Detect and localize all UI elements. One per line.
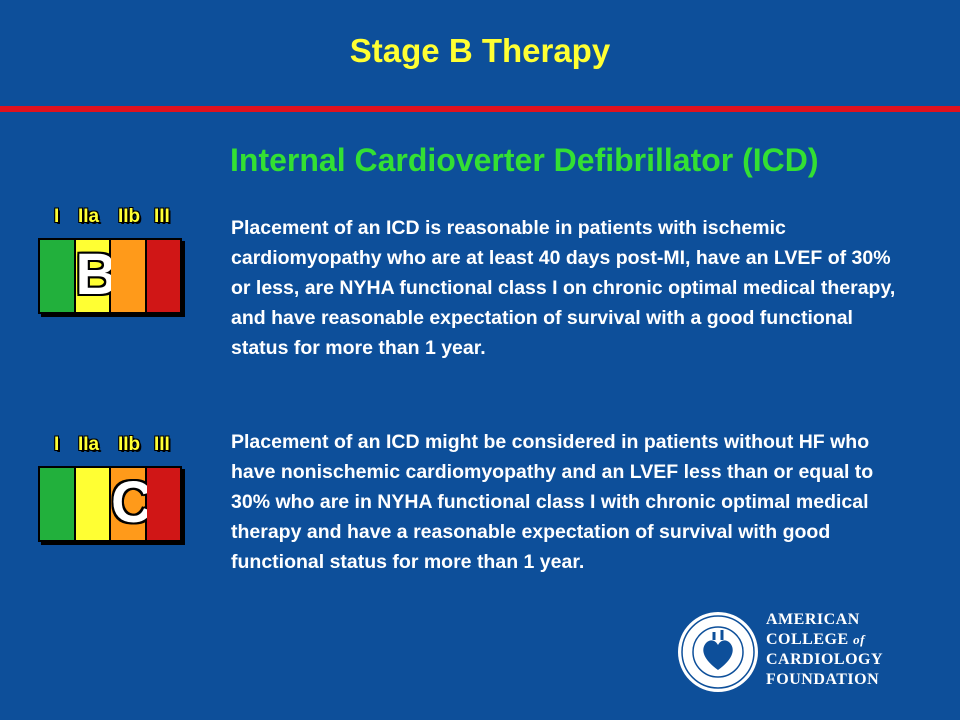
evidence-level: C [111,470,153,535]
class-label-i: I [54,206,60,227]
class-label-iib: IIb [118,206,141,227]
class-iia-box: B [75,240,118,312]
recommendation-text: Placement of an ICD might be considered … [231,431,874,573]
acc-foundation-seal-icon [678,612,758,692]
class-labels: I IIa IIb III [38,206,184,238]
section-subtitle: Internal Cardioverter Defibrillator (ICD… [230,142,819,178]
class-iii-box [146,468,180,540]
recommendation-class-grid: I IIa IIb III B [38,206,184,314]
class-label-iii: III [154,434,170,455]
class-label-iib: IIb [118,434,141,455]
recommendation-class-grid: I IIa IIb III C [38,434,184,542]
slide-title: Stage B Therapy [349,32,611,69]
organization-name: AMERICAN COLLEGE of CARDIOLOGY FOUNDATIO… [766,611,884,688]
class-color-boxes: C [38,466,182,542]
class-labels: I IIa IIb III [38,434,184,466]
class-label-iia: IIa [78,434,100,455]
class-label-iia: IIa [78,206,100,227]
class-iib-box: C [111,468,153,540]
class-iia-box [75,468,111,540]
class-iii-box [146,240,180,312]
class-label-iii: III [154,206,170,227]
title-divider [0,106,960,112]
class-color-boxes: B [38,238,182,314]
class-i-box [40,240,76,312]
evidence-level: B [75,242,118,307]
class-i-box [40,468,76,540]
class-label-i: I [54,434,60,455]
recommendation-text: Placement of an ICD is reasonable in pat… [231,217,896,359]
class-iib-box [111,240,147,312]
